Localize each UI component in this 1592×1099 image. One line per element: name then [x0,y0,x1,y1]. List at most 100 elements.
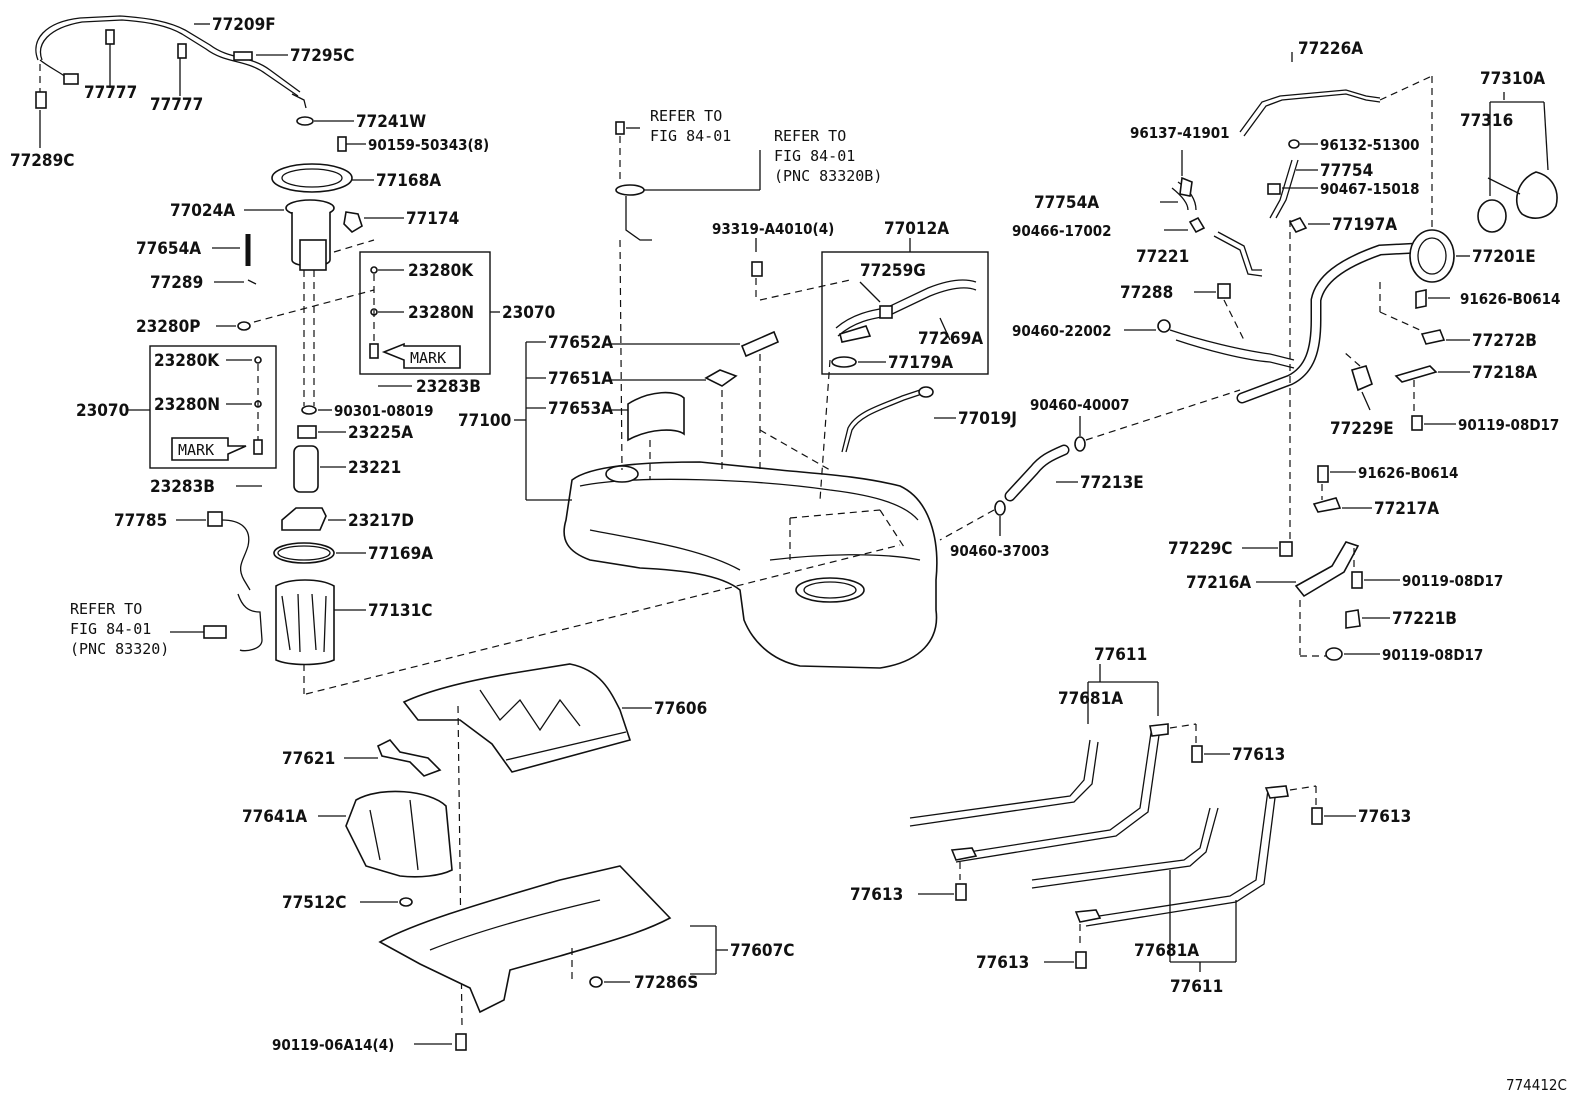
label-77289: 77289 [150,273,203,293]
label-77269A: 77269A [918,329,983,349]
label-23280N-left: 23280N [154,395,220,415]
box-23070-right [359,251,500,387]
label-23280K-left: 23280K [154,351,220,371]
label-23280P: 23280P [136,317,200,337]
label-96137-41901: 96137-41901 [1130,124,1230,142]
label-23283B-right: 23283B [416,377,481,397]
label-90119-08D17-b: 90119-08D17 [1402,572,1503,590]
vent-box-77012A [751,238,989,375]
label-77201E: 77201E [1472,247,1536,267]
label-77613-c: 77613 [850,885,903,905]
label-23221: 23221 [348,458,401,478]
filler-assembly [1124,52,1558,431]
label-77272B: 77272B [1472,331,1537,351]
label-77213E: 77213E [1080,473,1144,493]
label-23070-right: 23070 [502,303,555,323]
protector-77641A [318,790,453,907]
box-23070-left [126,345,277,487]
label-23217D: 23217D [348,511,414,531]
label-77179A: 77179A [888,353,953,373]
tank-straps [909,664,1356,972]
label-77131C: 77131C [368,601,432,621]
label-77197A: 77197A [1332,215,1397,235]
label-90460-22002: 90460-22002 [1012,322,1112,340]
label-77681A-top: 77681A [1058,689,1123,709]
label-77012A: 77012A [884,219,949,239]
label-77310A: 77310A [1480,69,1545,89]
harness-77209F [35,15,307,148]
label-77229E: 77229E [1330,419,1394,439]
label-77218A: 77218A [1472,363,1537,383]
label-77169A: 77169A [368,544,433,564]
label-77024A: 77024A [170,201,235,221]
label-77168A: 77168A [376,171,441,191]
label-77259G: 77259G [860,261,926,281]
label-90301-08019: 90301-08019 [334,402,434,420]
label-90466-17002: 90466-17002 [1012,222,1112,240]
label-77777-b: 77777 [150,95,203,115]
label-77613-b: 77613 [1358,807,1411,827]
sender-unit-ref [615,121,761,471]
label-77221B: 77221B [1392,609,1457,629]
mark-right: MARK [410,349,446,367]
label-23070-left: 23070 [76,401,129,421]
label-91626-B0614-b: 91626-B0614 [1358,464,1458,482]
label-90467-15018: 90467-15018 [1320,180,1420,198]
label-77607C: 77607C [730,941,794,961]
diagram-code: 774412C [1506,1076,1567,1094]
sender-gauge-77785 [170,511,263,652]
label-90460-40007: 90460-40007 [1030,396,1130,414]
protector-77607C [378,865,728,1051]
bracket-77216A [1242,220,1400,661]
label-77681A-bottom: 77681A [1134,941,1199,961]
label-90119-08D17-a: 90119-08D17 [1458,416,1559,434]
label-90460-37003: 90460-37003 [950,542,1050,560]
label-23225A: 23225A [348,423,413,443]
label-77754: 77754 [1320,161,1373,181]
ref1-line1: REFER TO [70,600,142,618]
label-77611-bottom: 77611 [1170,977,1223,997]
label-77229C: 77229C [1168,539,1232,559]
ref3-line3: (PNC 83320B) [774,167,882,185]
label-77217A: 77217A [1374,499,1439,519]
label-77621: 77621 [282,749,335,769]
label-77241W: 77241W [356,112,426,132]
label-77651A: 77651A [548,369,613,389]
label-77288: 77288 [1120,283,1173,303]
label-23283B-left: 23283B [150,477,215,497]
label-77653A: 77653A [548,399,613,419]
ref3-line1: REFER TO [774,127,846,145]
label-77019J: 77019J [958,409,1017,429]
label-77221: 77221 [1136,247,1189,267]
ref3-line2: FIG 84-01 [774,147,855,165]
label-77174: 77174 [406,209,459,229]
label-77512C: 77512C [282,893,346,913]
label-77652A: 77652A [548,333,613,353]
label-77641A: 77641A [242,807,307,827]
ref1-line3: (PNC 83320) [70,640,169,658]
label-77754A: 77754A [1034,193,1099,213]
label-77226A: 77226A [1298,39,1363,59]
lead-77019J [841,386,956,453]
label-90159-50343: 90159-50343(8) [368,136,489,154]
ref2-line1: REFER TO [650,107,722,125]
label-77209F: 77209F [212,15,276,35]
label-77613-a: 77613 [1232,745,1285,765]
label-77785: 77785 [114,511,167,531]
label-77100: 77100 [458,411,511,431]
label-90119-08D17-c: 90119-08D17 [1382,646,1483,664]
label-93319-A4010: 93319-A4010(4) [712,220,834,238]
label-77611-top: 77611 [1094,645,1147,665]
label-91626-B0614-a: 91626-B0614 [1460,290,1560,308]
label-77777-a: 77777 [84,83,137,103]
label-96132-51300: 96132-51300 [1320,136,1420,154]
label-77316: 77316 [1460,111,1513,131]
ref2-line2: FIG 84-01 [650,127,731,145]
ref1-line2: FIG 84-01 [70,620,151,638]
fuel-tank-77100 [305,279,938,695]
label-77295C: 77295C [290,46,354,66]
label-77613-d: 77613 [976,953,1029,973]
label-77216A: 77216A [1186,573,1251,593]
label-90119-06A14: 90119-06A14(4) [272,1036,394,1054]
